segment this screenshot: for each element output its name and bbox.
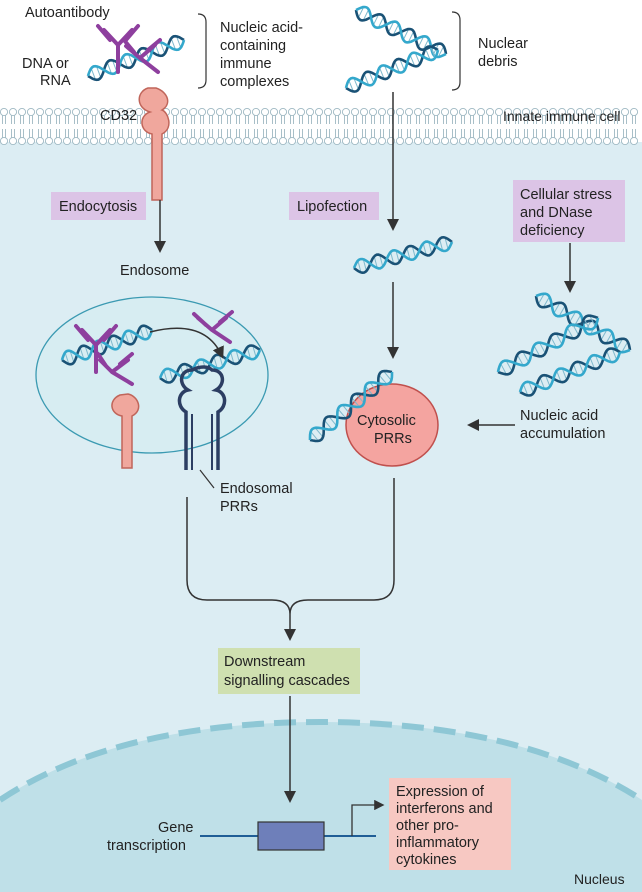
endosome-label: Endosome — [120, 263, 189, 279]
expression-label-line1: Expression of — [396, 784, 485, 800]
nuclear-debris-label-line1: Nuclear — [478, 36, 528, 52]
autoantibody-icon — [74, 324, 118, 374]
dna-helix-icon — [86, 34, 186, 82]
expression-label-line4: inflammatory — [396, 835, 480, 851]
expression-label-line5: cytokines — [396, 852, 456, 868]
dna-helix-icon — [60, 324, 154, 366]
nucleic-acid-accumulation-label-line2: accumulation — [520, 426, 605, 442]
dna-helix-icon — [158, 344, 262, 384]
nucleus-label: Nucleus — [574, 871, 625, 887]
autoantibody-icon — [96, 352, 134, 386]
downstream-box — [218, 648, 360, 694]
immune-complex-bracket — [197, 13, 207, 89]
dna-helix-icon — [308, 369, 394, 443]
autoantibody-icon — [192, 310, 234, 344]
endocytosis-label: Endocytosis — [59, 199, 137, 215]
endosomal-prr-icon — [177, 365, 227, 470]
nuclear-envelope — [0, 718, 642, 803]
endocytosis-box — [51, 192, 146, 220]
expression-label-line2: interferons and — [396, 801, 493, 817]
nuclear-debris-label-line2: debris — [478, 54, 518, 70]
gene-transcription-label-line1: Gene — [158, 820, 193, 836]
cytosolic-prr-icon — [345, 383, 439, 467]
cytosolic-prrs-label-line1: Cytosolic — [357, 413, 416, 429]
autoantibody-icon — [122, 38, 162, 74]
cd32-label: CD32 — [100, 108, 137, 124]
dna-helix-icon — [496, 314, 600, 376]
nucleic-acid-accumulation-label-line1: Nucleic acid — [520, 408, 598, 424]
expression-box — [389, 778, 511, 870]
immune-complexes-label-line4: complexes — [220, 74, 289, 90]
dna-helix-icon — [344, 45, 440, 93]
nuclear-debris-bracket — [451, 11, 461, 91]
transcription-arrow — [351, 799, 385, 836]
cellular-stress-label-line2: and DNase — [520, 205, 593, 221]
cellular-stress-label-line1: Cellular stress — [520, 187, 612, 203]
cellular-stress-box — [513, 180, 625, 242]
endosomal-prrs-label-line2: PRRs — [220, 499, 258, 515]
dna-helix-icon — [354, 5, 448, 59]
lipofection-label: Lipofection — [297, 199, 367, 215]
downstream-label-line1: Downstream — [224, 654, 305, 670]
gene-transcription-label-line2: transcription — [107, 838, 186, 854]
cellular-stress-label-line3: deficiency — [520, 223, 585, 239]
autoantibody-icon — [96, 24, 140, 74]
cd32-receptor-icon — [138, 87, 170, 201]
lipofection-box — [289, 192, 379, 220]
downstream-label-line2: signalling cascades — [224, 673, 350, 689]
cytosolic-prrs-label-line2: PRRs — [374, 431, 412, 447]
dna-or-rna-label-line2: RNA — [40, 73, 71, 89]
cd32-receptor-icon — [111, 393, 140, 469]
dna-helix-icon — [352, 235, 454, 275]
endosomal-prr-pointer — [199, 469, 215, 489]
gene-icon — [257, 821, 325, 851]
dna-helix-icon — [518, 347, 622, 397]
innate-immune-cell-label: Innate immune cell — [503, 108, 621, 124]
immune-complexes-label-line3: immune — [220, 56, 272, 72]
expression-label-line3: other pro- — [396, 818, 459, 834]
endosome — [35, 296, 269, 454]
autoantibody-label: Autoantibody — [25, 5, 110, 21]
endosome-transfer-arrow — [149, 327, 224, 359]
immune-complexes-label-line1: Nucleic acid- — [220, 20, 303, 36]
immune-complexes-label-line2: containing — [220, 38, 286, 54]
endosomal-prrs-label-line1: Endosomal — [220, 481, 293, 497]
dna-or-rna-label-line1: DNA or — [22, 56, 69, 72]
